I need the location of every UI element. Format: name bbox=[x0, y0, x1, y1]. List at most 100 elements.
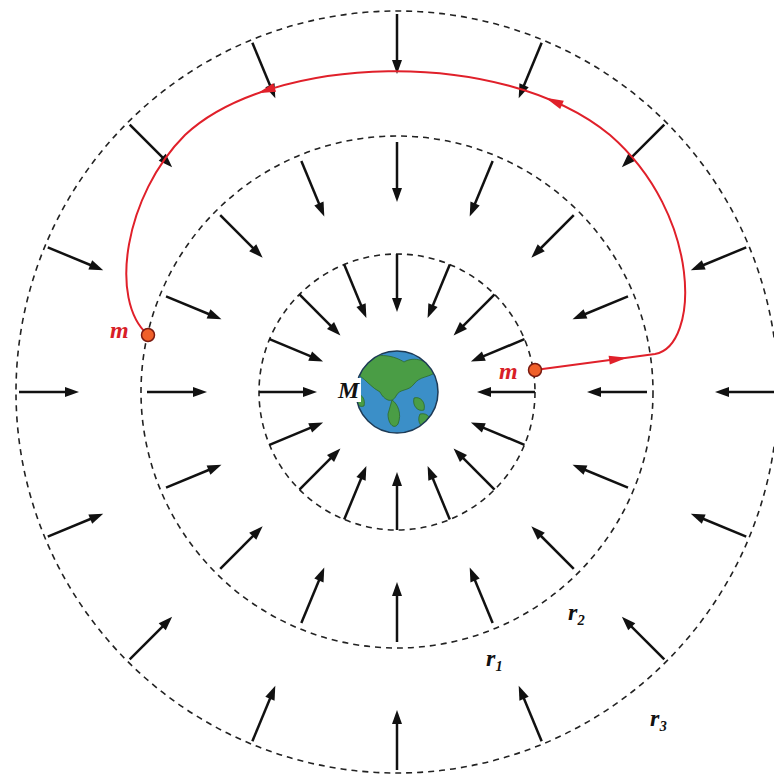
trajectory-arrowhead bbox=[609, 353, 628, 364]
field-arrowhead bbox=[531, 244, 544, 257]
field-arrowhead bbox=[470, 568, 480, 583]
field-arrow-shaft bbox=[723, 391, 774, 394]
field-arrow-shaft bbox=[431, 473, 450, 519]
field-arrow-shaft bbox=[396, 718, 399, 770]
field-arrow-shaft bbox=[522, 43, 542, 91]
field-arrow-shaft bbox=[301, 575, 321, 623]
field-arrow-shaft bbox=[478, 426, 524, 445]
field-arrowhead bbox=[88, 514, 103, 524]
field-arrowhead bbox=[392, 188, 402, 202]
field-arrow-shaft bbox=[580, 468, 628, 488]
field-arrowhead bbox=[356, 466, 366, 481]
field-arrow-shaft bbox=[478, 339, 524, 358]
field-arrowhead bbox=[308, 423, 323, 433]
field-arrow-shaft bbox=[299, 294, 334, 329]
field-arrowhead bbox=[587, 387, 601, 397]
trajectory-path bbox=[126, 71, 685, 370]
radius-label: r₁ bbox=[484, 646, 506, 670]
orbit-circle bbox=[141, 136, 653, 648]
radius-label: r₂ bbox=[566, 600, 588, 624]
field-arrowhead bbox=[622, 617, 635, 630]
field-arrowhead bbox=[691, 514, 706, 524]
orbit-circle bbox=[259, 254, 535, 530]
field-arrowhead bbox=[207, 309, 222, 319]
field-arrowhead bbox=[65, 387, 79, 397]
earth-symbol bbox=[355, 351, 438, 433]
field-arrowhead bbox=[308, 351, 323, 361]
field-arrowhead bbox=[454, 449, 467, 462]
field-arrowhead bbox=[470, 202, 480, 217]
field-arrow-shaft bbox=[537, 532, 574, 569]
field-arrowhead bbox=[327, 449, 340, 462]
field-arrowhead bbox=[428, 303, 438, 318]
field-arrow-shaft bbox=[299, 454, 334, 489]
field-arrow-shaft bbox=[396, 480, 399, 530]
field-arrow-shaft bbox=[166, 296, 214, 316]
mass-dot bbox=[529, 364, 542, 377]
field-arrow-shaft bbox=[698, 247, 746, 267]
field-arrowhead bbox=[573, 465, 588, 475]
field-arrow-shaft bbox=[537, 215, 574, 252]
field-arrowhead bbox=[327, 322, 340, 335]
field-arrow-shaft bbox=[19, 391, 71, 394]
field-arrowhead bbox=[392, 582, 402, 596]
field-arrowhead bbox=[207, 465, 222, 475]
field-arrow-shaft bbox=[396, 590, 399, 642]
field-arrowhead bbox=[249, 244, 262, 257]
field-arrowhead bbox=[314, 568, 324, 583]
field-arrow-shaft bbox=[628, 623, 665, 660]
field-arrow-shaft bbox=[628, 125, 665, 162]
field-arrow-shaft bbox=[698, 517, 746, 537]
field-arrowhead bbox=[159, 617, 172, 630]
field-arrow-shaft bbox=[166, 468, 214, 488]
field-arrowhead bbox=[392, 298, 402, 312]
mass-label: m bbox=[497, 359, 520, 383]
field-arrow-shaft bbox=[522, 693, 542, 741]
field-arrow-shaft bbox=[396, 142, 399, 194]
field-arrow-shaft bbox=[259, 391, 309, 394]
field-arrowhead bbox=[715, 387, 729, 397]
field-arrow-shaft bbox=[473, 575, 493, 623]
trajectory-arrowhead bbox=[544, 94, 564, 109]
field-arrowhead bbox=[471, 351, 486, 361]
radius-label: r₃ bbox=[648, 706, 670, 730]
field-arrow-shaft bbox=[473, 161, 493, 209]
field-arrow-shaft bbox=[396, 254, 399, 304]
trajectory-arrowhead bbox=[256, 83, 276, 97]
field-arrowhead bbox=[193, 387, 207, 397]
field-arrowhead bbox=[249, 526, 262, 539]
field-arrowhead bbox=[356, 303, 366, 318]
field-arrow-shaft bbox=[270, 339, 316, 358]
field-arrow-shaft bbox=[344, 265, 363, 311]
field-arrowhead bbox=[88, 260, 103, 270]
field-arrow-shaft bbox=[459, 294, 494, 329]
field-arrow-shaft bbox=[459, 454, 494, 489]
field-arrowhead bbox=[471, 423, 486, 433]
field-arrow-shaft bbox=[48, 517, 96, 537]
field-arrow-shaft bbox=[252, 43, 272, 91]
field-arrow-shaft bbox=[130, 125, 167, 162]
field-arrow-shaft bbox=[220, 215, 257, 252]
field-arrow-shaft bbox=[485, 391, 535, 394]
field-arrowhead bbox=[303, 387, 317, 397]
field-arrow-shaft bbox=[48, 247, 96, 267]
field-arrowhead bbox=[622, 154, 635, 167]
field-arrowhead bbox=[531, 526, 544, 539]
field-arrow-shaft bbox=[344, 473, 363, 519]
field-arrow-shaft bbox=[595, 391, 647, 394]
field-arrowhead bbox=[392, 472, 402, 486]
orbit-circle bbox=[16, 11, 774, 773]
field-arrows bbox=[19, 14, 774, 770]
field-arrowhead bbox=[573, 309, 588, 319]
field-arrowhead bbox=[454, 322, 467, 335]
field-arrowhead bbox=[428, 466, 438, 481]
trajectory-arrows bbox=[256, 83, 627, 364]
field-arrow-shaft bbox=[252, 693, 272, 741]
field-arrow-shaft bbox=[270, 426, 316, 445]
field-arrowhead bbox=[691, 260, 706, 270]
field-arrowhead bbox=[314, 202, 324, 217]
field-arrowhead bbox=[392, 710, 402, 724]
field-arrow-shaft bbox=[301, 161, 321, 209]
mass-dot bbox=[142, 329, 155, 342]
